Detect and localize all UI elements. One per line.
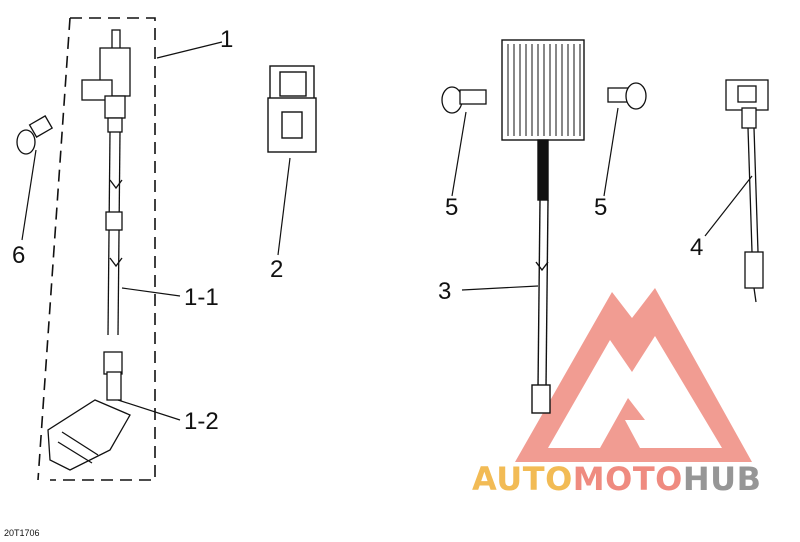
watermark-part-auto: AUTO bbox=[472, 460, 573, 498]
callout-label-5-left: 5 bbox=[445, 194, 459, 221]
voltage-regulator-part bbox=[501, 39, 585, 414]
sensor-part-4 bbox=[725, 79, 769, 303]
callout-label-1: 1 bbox=[220, 26, 234, 53]
relay-part bbox=[267, 65, 317, 153]
leader-lines bbox=[21, 41, 753, 421]
callout-label-1-2: 1-2 bbox=[184, 408, 219, 435]
callout-label-4: 4 bbox=[690, 234, 704, 261]
watermark-brand-text: AUTOMOTOHUB bbox=[472, 460, 762, 498]
screw-part-6 bbox=[16, 115, 54, 155]
bolt-part-5-left bbox=[441, 86, 487, 114]
watermark-part-hub: HUB bbox=[682, 460, 762, 498]
assembly-dashed-outline bbox=[37, 17, 156, 481]
callout-label-2: 2 bbox=[270, 256, 284, 283]
sensor-connector-part bbox=[47, 351, 131, 471]
sensor-assembly-part bbox=[81, 29, 131, 336]
callout-label-1-1: 1-1 bbox=[184, 284, 219, 311]
callout-label-6: 6 bbox=[12, 242, 26, 269]
watermark-part-moto: MOTO bbox=[572, 460, 683, 498]
bolt-part-5-right bbox=[607, 82, 647, 110]
callout-label-3: 3 bbox=[438, 278, 452, 305]
callout-label-5-right: 5 bbox=[594, 194, 608, 221]
watermark-logo bbox=[515, 288, 752, 462]
figure-reference-code: 20T1706 bbox=[4, 528, 40, 538]
